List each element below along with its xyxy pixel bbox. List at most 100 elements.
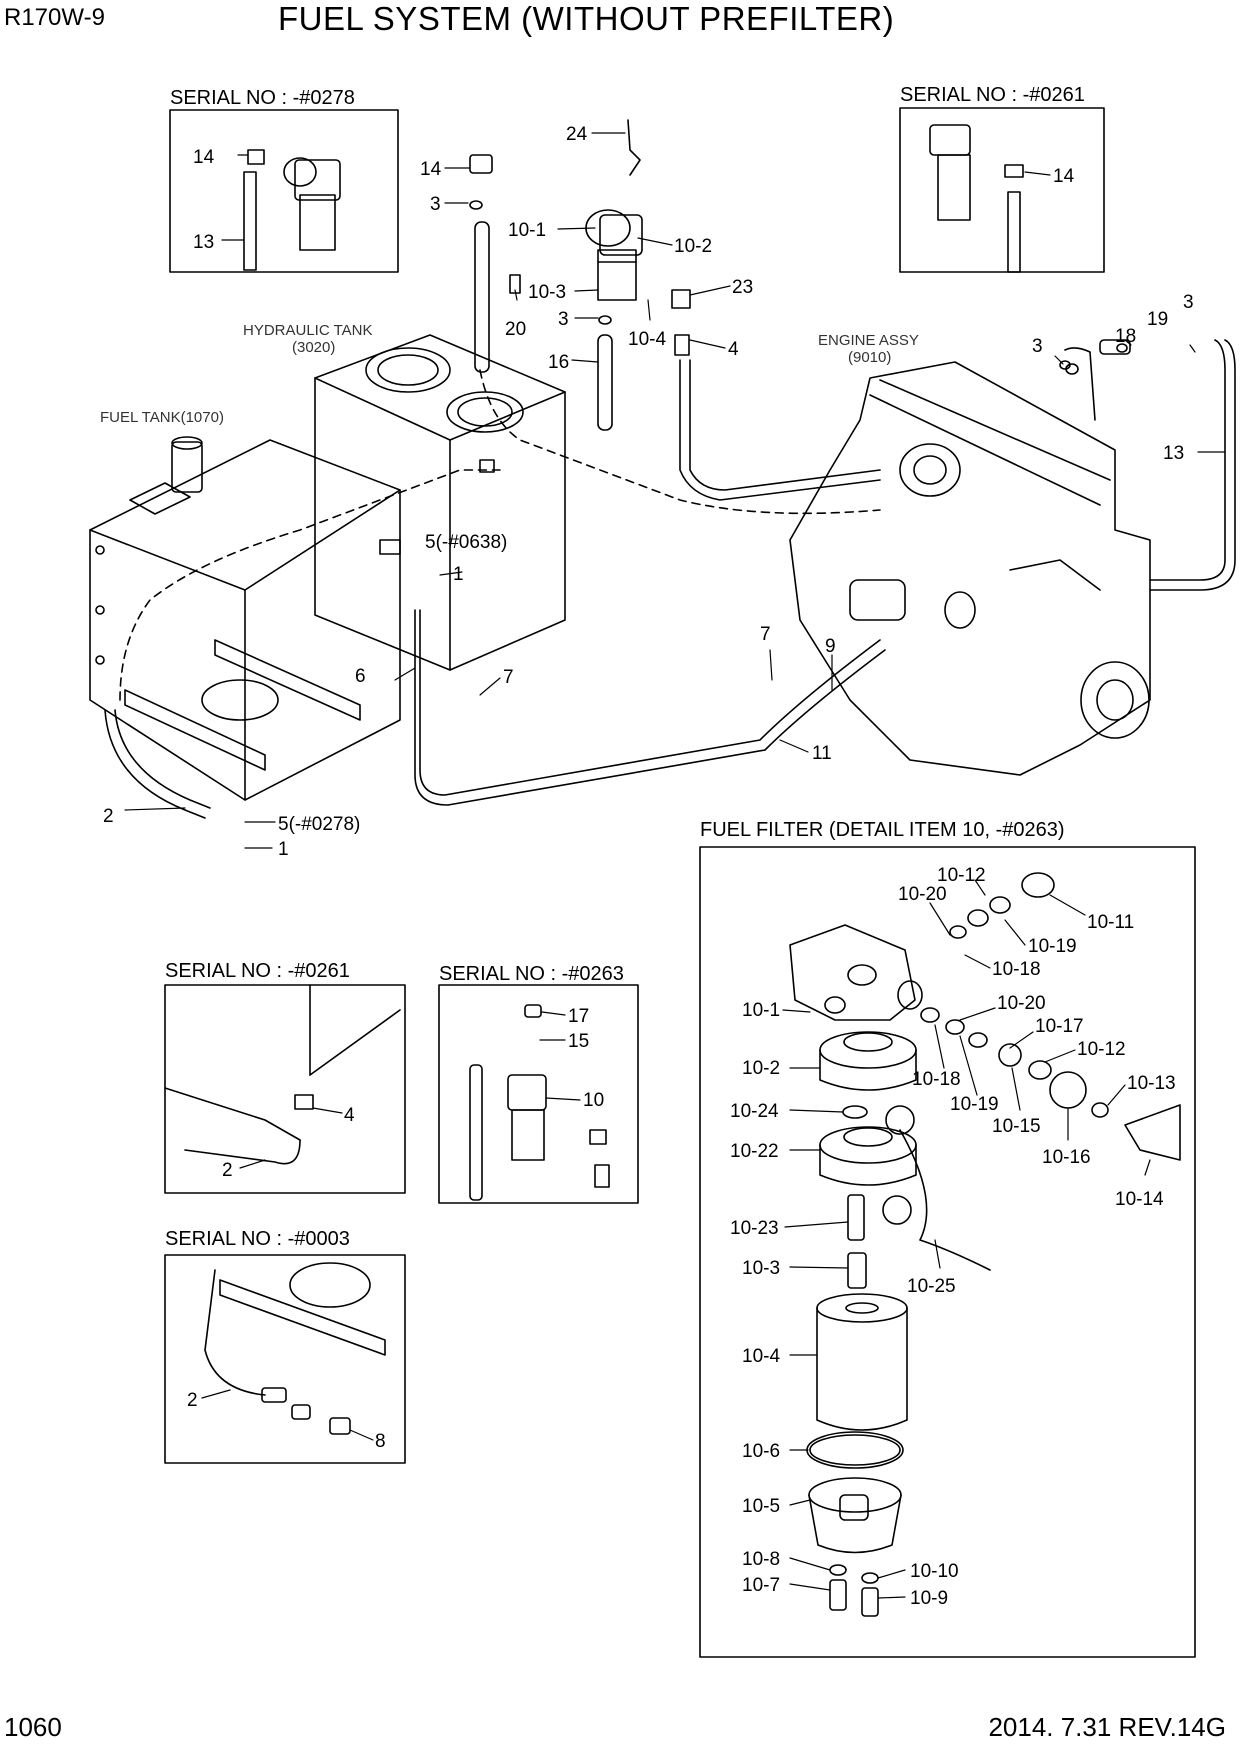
inset-caption-serial-0003: SERIAL NO : -#0003 <box>165 1228 350 1250</box>
callout-3-engine: 3 <box>1032 336 1043 357</box>
callout-3-top: 3 <box>430 194 441 215</box>
detail-callout-10-12-mid: 10-12 <box>1077 1039 1126 1060</box>
callout-2: 2 <box>103 806 114 827</box>
callout-9: 9 <box>825 636 836 657</box>
detail-callout-10-23: 10-23 <box>730 1218 779 1239</box>
inset-0261-top-drawing <box>929 124 1024 273</box>
detail-callout-10-22: 10-22 <box>730 1141 779 1162</box>
detail-callout-10-4: 10-4 <box>742 1346 780 1367</box>
fuel-lines <box>104 339 1236 819</box>
hydraulic-tank-code: (3020) <box>292 339 335 356</box>
inset-frame-fuel-filter-detail <box>699 846 1196 1658</box>
detail-callout-10-16: 10-16 <box>1042 1147 1091 1168</box>
engine-assy-drawing <box>789 361 1151 776</box>
detail-callout-10-14: 10-14 <box>1115 1189 1164 1210</box>
inset-0261-bottom-callout-4: 4 <box>344 1105 355 1126</box>
callout-16: 16 <box>548 352 569 373</box>
callout-labels: 24 14 3 10-1 10-2 10-3 23 20 3 10-4 4 16… <box>103 124 1194 1609</box>
detail-callout-10-25: 10-25 <box>907 1276 956 1297</box>
callout-10-1: 10-1 <box>508 220 546 241</box>
callout-5-0278: 5(-#0278) <box>278 814 360 835</box>
callout-10-4: 10-4 <box>628 329 666 350</box>
inset-frame-serial-0261-bottom <box>164 984 406 1194</box>
callout-4: 4 <box>728 339 739 360</box>
detail-callout-10-17: 10-17 <box>1035 1016 1084 1037</box>
detail-callout-10-15: 10-15 <box>992 1116 1041 1137</box>
detail-callout-10-1: 10-1 <box>742 1000 780 1021</box>
callout-7-right: 7 <box>760 624 771 645</box>
detail-callout-10-24: 10-24 <box>730 1101 779 1122</box>
fuel-tank-name: FUEL TANK(1070) <box>100 409 224 426</box>
detail-callout-10-13: 10-13 <box>1127 1073 1176 1094</box>
inset-caption-serial-0278: SERIAL NO : -#0278 <box>170 87 355 109</box>
inset-caption-serial-0263: SERIAL NO : -#0263 <box>439 963 624 985</box>
hydraulic-tank-drawing <box>314 334 566 671</box>
engine-assy-name: ENGINE ASSY <box>818 332 919 349</box>
inset-0263-callout-10: 10 <box>583 1090 604 1111</box>
inset-0261-bottom-callout-2: 2 <box>222 1160 233 1181</box>
detail-callout-10-2: 10-2 <box>742 1058 780 1079</box>
callout-23: 23 <box>732 277 753 298</box>
page-number: 1060 <box>4 1712 62 1742</box>
inset-0278-drawing <box>243 149 341 271</box>
detail-callout-10-18-top: 10-18 <box>992 959 1041 980</box>
callout-11: 11 <box>812 743 832 764</box>
callout-10-2: 10-2 <box>674 236 712 257</box>
callout-20: 20 <box>505 319 526 340</box>
inset-frame-serial-0261-top <box>899 107 1105 273</box>
inset-caption-fuel-filter-detail: FUEL FILTER (DETAIL ITEM 10, -#0263) <box>700 819 1065 841</box>
engine-assy-code: (9010) <box>848 349 891 366</box>
inset-0261-bottom-drawing <box>164 984 401 1165</box>
revision-label: 2014. 7.31 REV.14G <box>988 1712 1226 1742</box>
inset-frame-serial-0003 <box>164 1254 406 1464</box>
fuel-filter-detail-drawing <box>789 872 1181 1617</box>
inset-0263-drawing <box>469 1004 610 1201</box>
callout-3-mid: 3 <box>558 309 569 330</box>
inset-0278-callout-13: 13 <box>193 232 214 253</box>
detail-callout-10-20-top: 10-20 <box>898 884 947 905</box>
leader-lines <box>124 132 1226 1599</box>
detail-callout-10-19-top: 10-19 <box>1028 936 1077 957</box>
detail-callout-10-18-mid: 10-18 <box>912 1069 961 1090</box>
detail-callout-10-9: 10-9 <box>910 1588 948 1609</box>
callout-1-bottom: 1 <box>278 839 289 860</box>
detail-callout-10-5: 10-5 <box>742 1496 780 1517</box>
inset-frame-serial-0278 <box>169 109 399 273</box>
callout-1-mid: 1 <box>453 564 464 585</box>
callout-5-0638: 5(-#0638) <box>425 532 507 553</box>
callout-6: 6 <box>355 666 366 687</box>
detail-callout-10-6: 10-6 <box>742 1441 780 1462</box>
callout-10-3: 10-3 <box>528 282 566 303</box>
inset-0278-callout-14: 14 <box>193 147 215 168</box>
inset-0003-callout-8: 8 <box>375 1431 386 1452</box>
inset-0261-top-callout-14: 14 <box>1053 166 1075 187</box>
inset-caption-serial-0261-bottom: SERIAL NO : -#0261 <box>165 960 350 982</box>
detail-callout-10-3: 10-3 <box>742 1258 780 1279</box>
callout-24: 24 <box>566 124 588 145</box>
main-fuel-filter-drawing <box>469 119 1131 431</box>
detail-callout-10-7: 10-7 <box>742 1575 780 1596</box>
inset-caption-serial-0261-top: SERIAL NO : -#0261 <box>900 84 1085 106</box>
detail-callout-10-10: 10-10 <box>910 1561 959 1582</box>
callout-7-left: 7 <box>503 667 514 688</box>
callout-18: 18 <box>1115 326 1136 347</box>
inset-0003-drawing <box>204 1262 386 1435</box>
inset-0263-callout-17: 17 <box>568 1006 589 1027</box>
detail-callout-10-19-mid: 10-19 <box>950 1094 999 1115</box>
callout-19: 19 <box>1147 309 1168 330</box>
detail-callout-10-12-top: 10-12 <box>937 865 986 886</box>
inset-frame-serial-0263 <box>438 984 639 1204</box>
detail-callout-10-8: 10-8 <box>742 1549 780 1570</box>
hydraulic-tank-name: HYDRAULIC TANK <box>243 322 372 339</box>
detail-callout-10-11: 10-11 <box>1087 912 1134 933</box>
inset-0263-callout-15: 15 <box>568 1031 589 1052</box>
detail-callout-10-20-mid: 10-20 <box>997 993 1046 1014</box>
callout-14: 14 <box>420 159 442 180</box>
page-title: FUEL SYSTEM (WITHOUT PREFILTER) <box>278 0 895 37</box>
fuel-tank-drawing <box>89 436 401 801</box>
callout-3-right: 3 <box>1183 292 1194 313</box>
callout-13: 13 <box>1163 443 1184 464</box>
model-code: R170W-9 <box>4 4 105 31</box>
